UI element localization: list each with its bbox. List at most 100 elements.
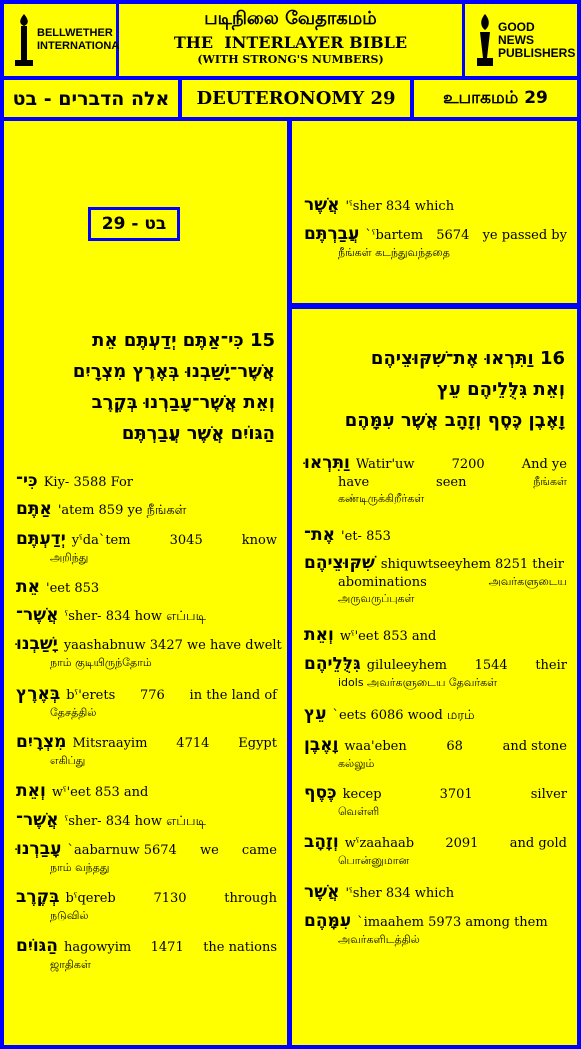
hebrew-word: וְאֵת	[304, 625, 334, 645]
tamil-gloss: நாம் வந்தது	[50, 861, 110, 874]
chapter-label: בט - 29	[101, 214, 167, 234]
word-entry: אֶת־ 'et- 853	[304, 525, 567, 545]
gloss-part: 'atem 859 ye நீங்கள்	[57, 503, 187, 518]
gloss-part: ˤsher- 834 how எப்படி	[64, 609, 206, 624]
tamil-gloss: எகிப்து	[50, 754, 86, 767]
gloss-part: silver	[530, 787, 567, 802]
right-column: 16 וַתִּרְאוּ אֶת־שִׁקּוּצֵיהֶם וְאֵת גִ…	[292, 309, 577, 1045]
hebrew-word: וַתִּרְאוּ	[304, 453, 350, 473]
hebrew-word: מִצְרָיִם	[16, 732, 67, 752]
gloss-part: 3701	[439, 787, 473, 802]
word-entry: אֲשֶׁר־ˤsher- 834 how எப்படி	[16, 810, 277, 830]
title-subtitle: (WITH STRONG'S NUMBERS)	[197, 53, 384, 66]
gloss-part: 'eet 853	[46, 581, 100, 596]
book-hebrew-text: אלה הדברים - בט	[12, 87, 170, 110]
lamp-icon	[15, 14, 33, 66]
hebrew-word: כִּי־	[16, 471, 38, 491]
tamil-gloss: கண்டிருக்கிறீர்கள்	[338, 492, 425, 505]
hebrew-word: עֵץ	[304, 704, 327, 724]
hebrew-word: יָשַׁבְנוּ	[16, 634, 58, 654]
gloss-part: wˤ'eet 853 and	[51, 785, 149, 800]
gloss-part: அவர்களுடைய	[488, 575, 567, 588]
gloss-part: And ye	[521, 457, 567, 472]
gloss-part: and gold	[509, 836, 567, 851]
hebrew-word: יְדַעְתֶּם	[16, 529, 66, 549]
gloss-part: 'et- 853	[341, 529, 391, 544]
hebrew-word: אֲשֶׁר	[304, 882, 340, 902]
gloss-part: 2091	[445, 836, 479, 851]
hebrew-word: עִמָּהֶם	[304, 911, 352, 931]
title-tamil: படிநிலை வேதாகமம்	[204, 8, 377, 29]
tamil-gloss: நாம் குடியிருந்தோம்	[50, 656, 152, 669]
word-entry: אַתֶּם'atem 859 ye நீங்கள்	[16, 499, 277, 519]
tamil-gloss: ஜாதிகள்	[50, 958, 91, 971]
hebrew-word: וָאֶבֶן	[304, 735, 339, 755]
verse-line: הַגּוֹיִם אֲשֶׁר עֲבַרְתֶּם	[121, 423, 275, 444]
hebrew-word: אֶת־	[304, 525, 336, 545]
tamil-gloss: பொன்னுமான	[338, 854, 410, 867]
gloss-part: 1471	[150, 940, 184, 955]
gloss-part: Mitsraayim	[72, 736, 148, 751]
gloss-line: shiquwtseeyhem 8251 their	[381, 557, 567, 572]
tamil-gloss: அறிந்து	[50, 551, 89, 564]
gloss-part: and stone	[502, 739, 567, 754]
gloss-part: through	[224, 891, 277, 906]
book-english: DEUTERONOMY 29	[182, 80, 410, 117]
right-logo-text: GOOD NEWS PUBLISHERS	[498, 19, 576, 60]
gloss-part: `imaahem 5973 among them	[357, 915, 548, 930]
gloss-line: ˤsher- 834 how எப்படி	[65, 814, 277, 830]
gloss-part: their	[535, 658, 567, 673]
title-block: படிநிலை வேதாகமம் THE INTERLAYER BIBLE (W…	[119, 4, 462, 76]
word-entry: אֲשֶׁר־ˤsher- 834 how எப்படி	[16, 605, 277, 625]
hebrew-word: גִּלֻּלֵיהֶם	[304, 654, 361, 674]
book-english-text: DEUTERONOMY 29	[196, 88, 396, 109]
gloss-part: wˤ'eet 853 and	[339, 629, 437, 644]
gloss-line: yaashabnuw 3427 we have dwelt	[64, 638, 282, 653]
gloss-line: 'atem 859 ye நீங்கள்	[58, 503, 277, 519]
hebrew-word: אֲשֶׁר	[304, 195, 340, 215]
gloss-part: 'ˤsher 834 which	[345, 199, 455, 214]
hebrew-word: אֵת	[16, 577, 40, 597]
gloss-part: yaashabnuw 3427 we have dwelt	[63, 638, 282, 653]
gloss-part: came	[241, 843, 277, 858]
verse-line: וְאֵת אֲשֶׁר־עָבַרְנוּ בְּקֶרֶב	[91, 392, 275, 413]
hebrew-word: עָבַרְנוּ	[16, 839, 62, 859]
gloss-part: in the land of	[189, 688, 277, 703]
gloss-line: bˤqereb 7130 through	[66, 891, 278, 906]
word-entry: אֵת 'eet 853	[16, 577, 277, 597]
left-column: בט - 29 15 כִּי־אַתֶּם יְדַעְתֶּם אֵת אֲ…	[4, 121, 287, 1045]
gloss-part: Kiy- 3588 For	[43, 475, 134, 490]
gloss-part: 7130	[153, 891, 187, 906]
gloss-part: 68	[446, 739, 463, 754]
hebrew-word: בְּאֶרֶץ	[16, 684, 61, 704]
verse-15-hebrew: 15 כִּי־אַתֶּם יְדַעְתֶּם אֵת אֲשֶׁר־יָש…	[73, 325, 275, 449]
word-entry: אֲשֶׁר'ˤsher 834 which	[304, 882, 567, 902]
gloss-part: 7200	[451, 457, 485, 472]
word-entry: אֲשֶׁר 'ˤsher 834 which	[304, 195, 567, 215]
gloss-part: 3045	[169, 533, 203, 548]
gloss-part: waa'eben	[344, 739, 407, 754]
verse-line: 16 וַתִּרְאוּ אֶת־שִׁקּוּצֵיהֶם	[370, 348, 565, 369]
hebrew-word: וְזָהָב	[304, 832, 339, 852]
gloss-part: bˤqereb	[65, 891, 116, 906]
hebrew-word: בְּקֶרֶב	[16, 887, 60, 907]
tamil-gloss: வெள்ளி	[338, 805, 380, 818]
gloss-part: `eets 6086 wood மரம்	[332, 708, 475, 723]
